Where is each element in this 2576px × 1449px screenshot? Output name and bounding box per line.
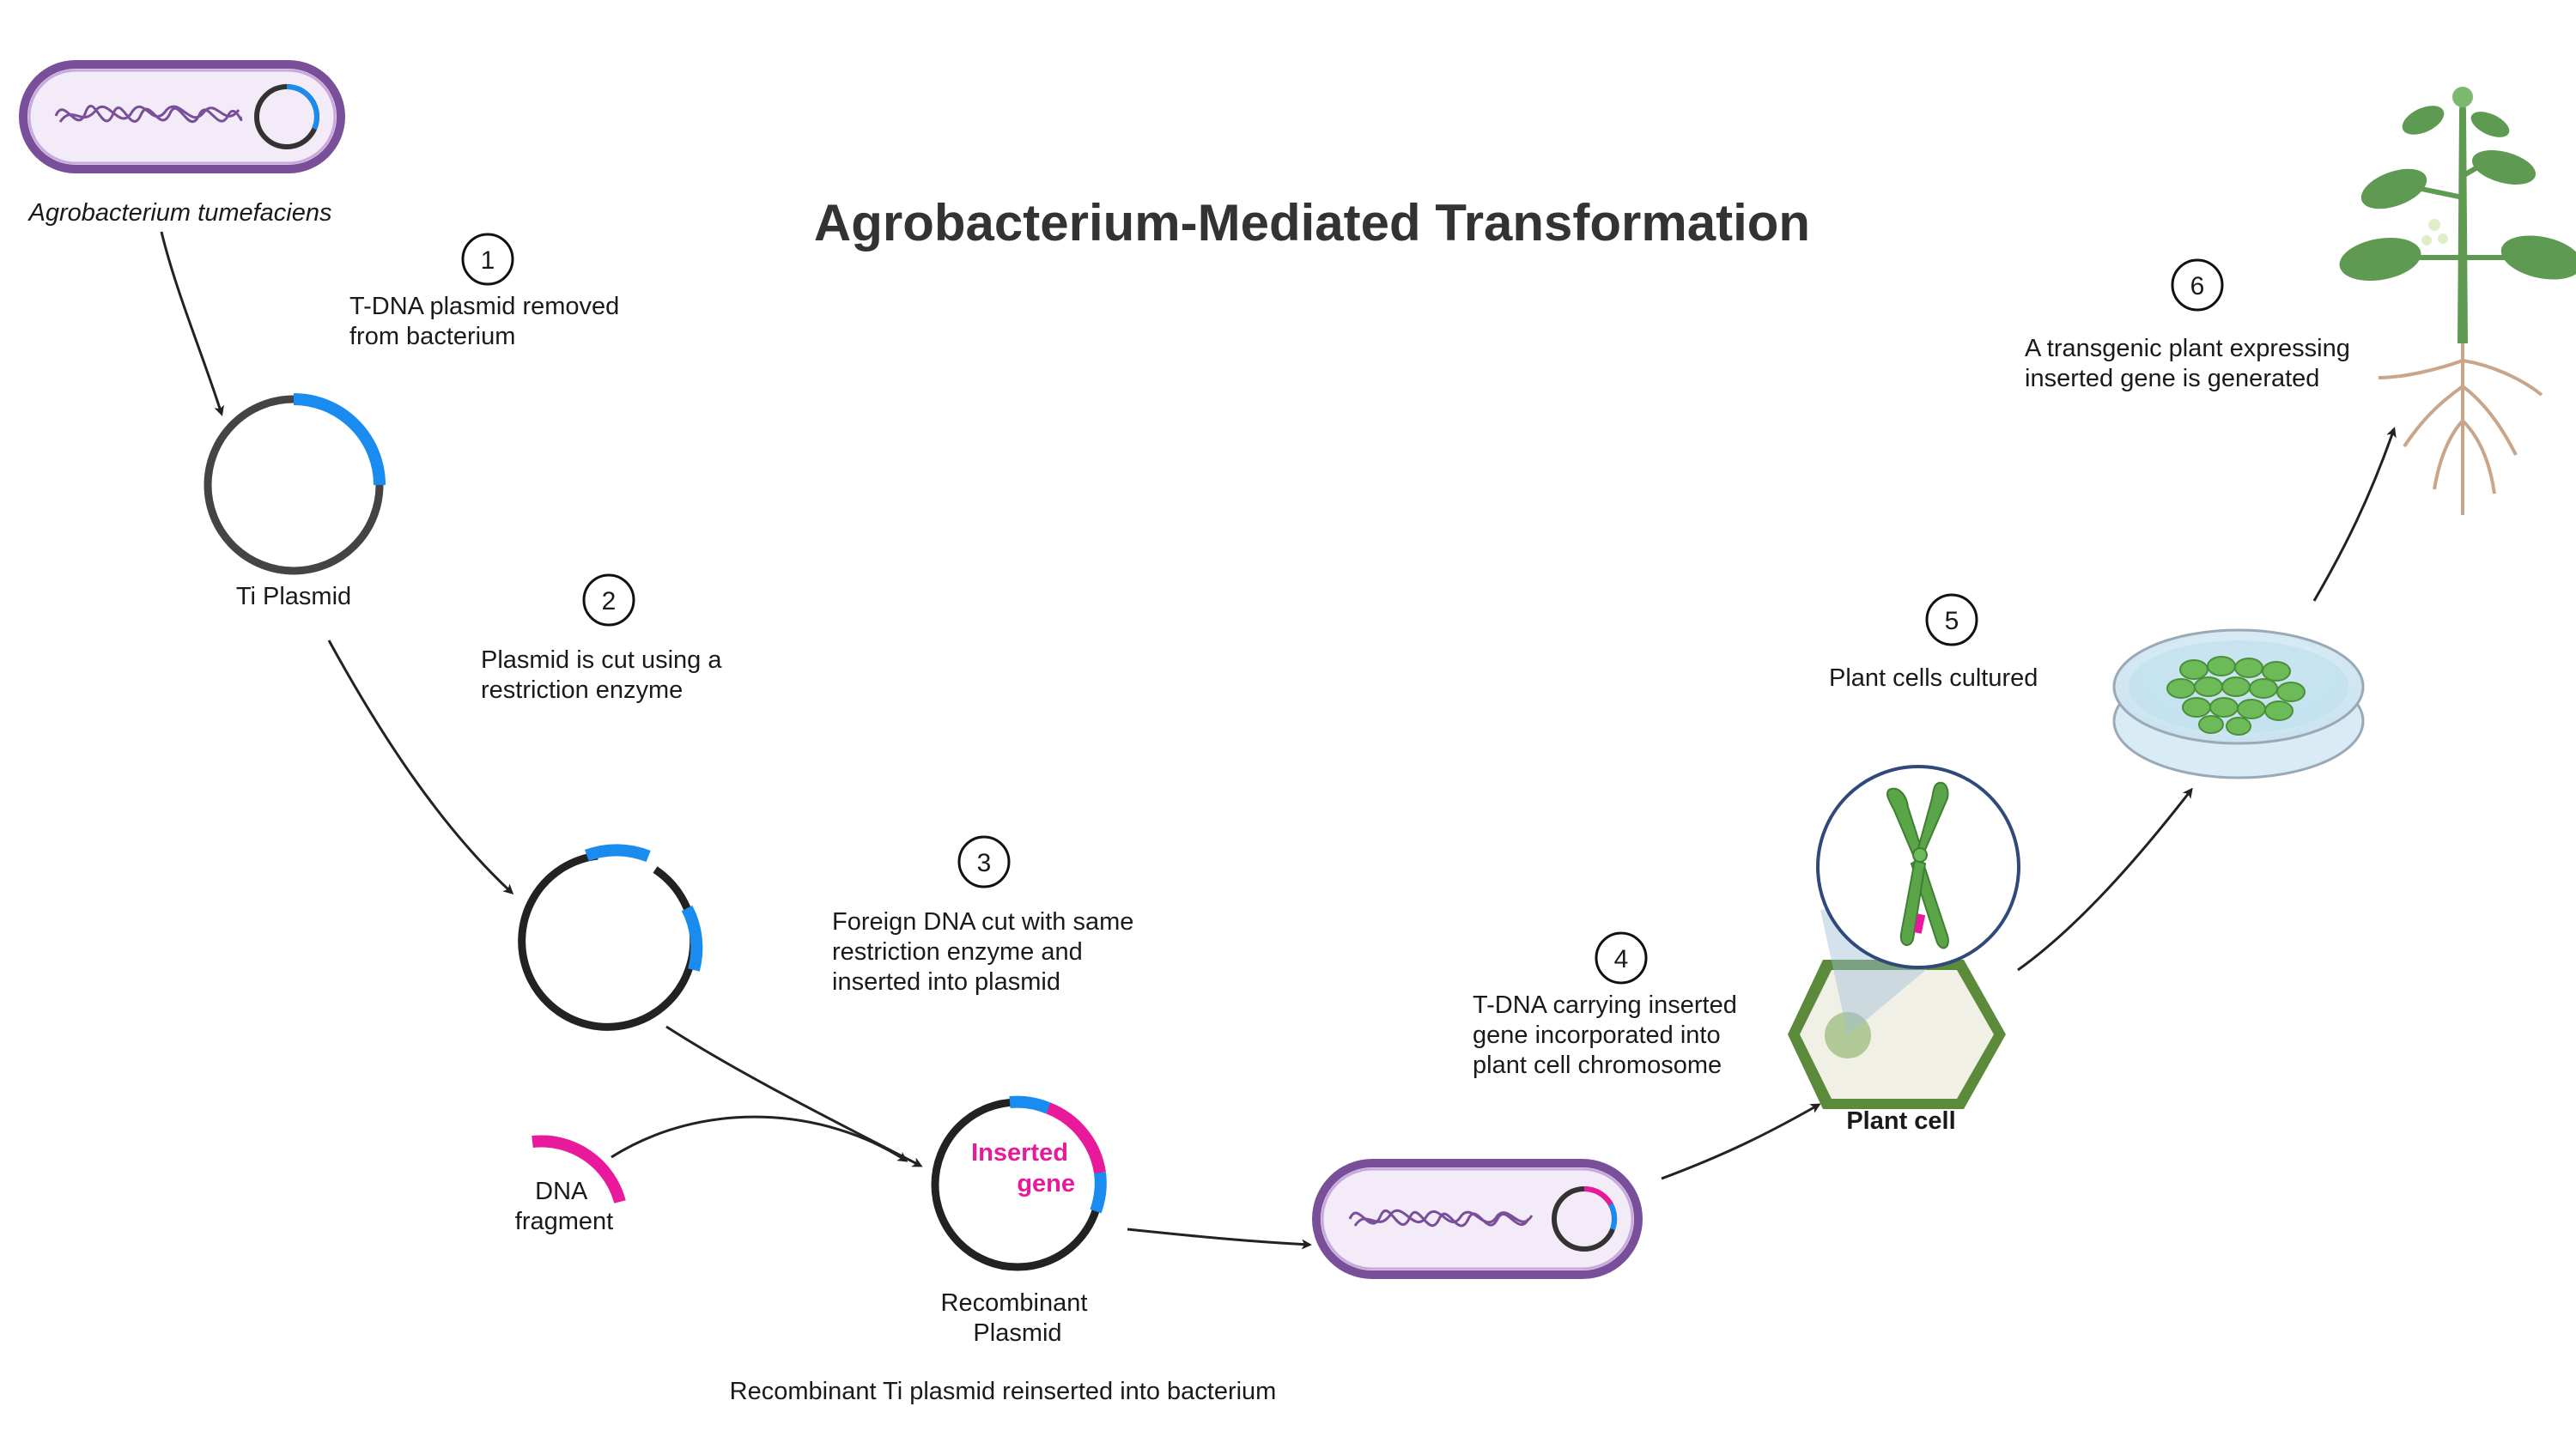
step-3-marker: 3 xyxy=(957,835,1011,888)
svg-text:1: 1 xyxy=(481,246,495,275)
diagram-title: Agrobacterium-Mediated Transformation xyxy=(814,194,1810,252)
svg-text:3: 3 xyxy=(977,849,992,877)
svg-text:6: 6 xyxy=(2190,272,2205,300)
bacterium-recombinant xyxy=(1312,1159,1643,1279)
plant-cells-colony xyxy=(2166,656,2306,736)
nucleus xyxy=(1825,1012,1871,1058)
step-6-description: A transgenic plant expressing inserted g… xyxy=(2025,335,2357,392)
arrow-6 xyxy=(2017,787,2193,972)
arrow-4 xyxy=(1127,1228,1312,1250)
bacterium-label: Agrobacterium tumefaciens xyxy=(27,199,332,227)
step-1-description: T-DNA plasmid removed from bacterium xyxy=(349,293,626,350)
svg-text:2: 2 xyxy=(602,587,617,615)
recombinant-plasmid xyxy=(931,1095,1107,1271)
step-5-marker: 5 xyxy=(1925,593,1978,646)
arrow-dna-fragment xyxy=(611,1115,908,1162)
arrow-1 xyxy=(160,231,224,416)
svg-text:5: 5 xyxy=(1945,607,1959,635)
dna-fragment-label: DNA fragment xyxy=(515,1178,613,1235)
transgenic-plant-icon xyxy=(2339,87,2576,515)
ti-plasmid xyxy=(204,393,386,575)
plant-cell-label: Plant cell xyxy=(1846,1107,1955,1135)
step-2-description: Plasmid is cut using a restriction enzym… xyxy=(481,646,729,704)
arrow-3 xyxy=(665,1025,923,1167)
inserted-gene-label: Inserted gene xyxy=(971,1139,1075,1197)
reinserted-caption: Recombinant Ti plasmid reinserted into b… xyxy=(730,1378,1277,1405)
bacterium-original xyxy=(19,60,345,173)
chromosomal-dna-icon xyxy=(54,104,243,124)
step-2-marker: 2 xyxy=(582,573,635,627)
chromosomal-dna-icon-2 xyxy=(1348,1209,1534,1228)
step-5-description: Plant cells cultured xyxy=(1829,664,2038,692)
step-3-description: Foreign DNA cut with same restriction en… xyxy=(832,908,1140,996)
step-6-marker: 6 xyxy=(2171,258,2224,312)
petri-dish xyxy=(2112,628,2365,779)
arrow-7 xyxy=(2312,427,2397,602)
step-1-marker: 1 xyxy=(461,233,514,286)
arrow-2 xyxy=(327,640,514,895)
chromosome-icon xyxy=(1886,781,1949,949)
recombinant-plasmid-label: Recombinant Plasmid xyxy=(941,1289,1095,1347)
arrow-5 xyxy=(1661,1103,1821,1180)
ti-plasmid-label: Ti Plasmid xyxy=(236,583,351,610)
step-4-description: T-DNA carrying inserted gene incorporate… xyxy=(1473,991,1744,1079)
dna-fragment-icon xyxy=(532,1135,626,1203)
svg-text:4: 4 xyxy=(1614,945,1629,973)
chromosome-zoom xyxy=(1816,765,2020,969)
step-4-marker: 4 xyxy=(1595,931,1648,985)
cut-plasmid xyxy=(518,844,703,1031)
